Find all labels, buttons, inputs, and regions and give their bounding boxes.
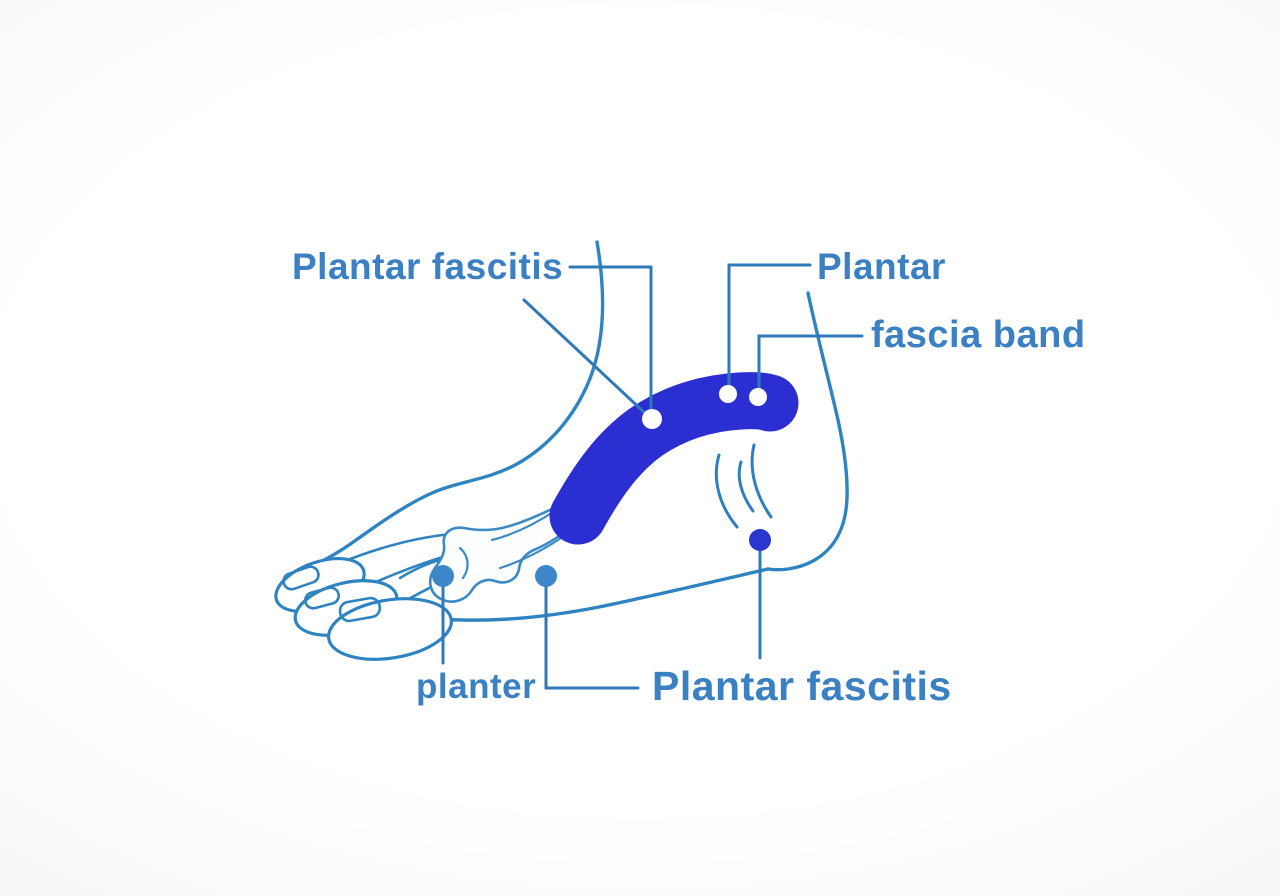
- toe-crease-1: [338, 532, 454, 565]
- heel-wrinkle-1: [714, 453, 739, 529]
- label-plantar-fascitis-top: Plantar fascitis: [292, 246, 564, 287]
- toes-group: [274, 556, 454, 661]
- heel-marker-dot: [749, 529, 771, 551]
- toenail-small: [282, 565, 320, 591]
- heel-wrinkle-3: [750, 443, 773, 519]
- leader-bottom-center-elbow: [544, 584, 640, 690]
- label-fascia-band: fascia band: [871, 314, 1086, 356]
- heel-wrinkles-group: [714, 443, 773, 529]
- toenail-middle: [304, 586, 340, 610]
- toenail-big: [338, 596, 382, 623]
- label-plantar: Plantar: [817, 246, 946, 287]
- heel-wrinkle-2: [737, 460, 755, 513]
- leader-lines-group: [441, 263, 864, 690]
- leader-top-right-elbow: [727, 263, 812, 390]
- bone-detail-line-3: [458, 546, 469, 580]
- toe-big: [326, 597, 454, 661]
- leg-back-heel-contour: [766, 291, 849, 572]
- leg-front-contour: [286, 240, 605, 579]
- label-planter: planter: [416, 667, 537, 706]
- band-marker-dot-3: [749, 388, 767, 406]
- band-marker-dot-1: [642, 409, 662, 429]
- midfoot-marker-dot: [432, 565, 454, 587]
- plantar-fascia-band: [549, 372, 799, 545]
- leader-top-left-diagonal: [522, 298, 649, 417]
- foot-outline-group: [286, 240, 849, 626]
- band-marker-dot-2: [719, 385, 737, 403]
- arch-marker-dot: [535, 565, 557, 587]
- bone-detail-line-2: [498, 534, 566, 570]
- marker-dots-group: [432, 385, 771, 587]
- bone-group: [428, 503, 579, 603]
- label-plantar-fascitis-bottom: Plantar fascitis: [652, 663, 952, 709]
- leader-right-elbow: [757, 334, 864, 393]
